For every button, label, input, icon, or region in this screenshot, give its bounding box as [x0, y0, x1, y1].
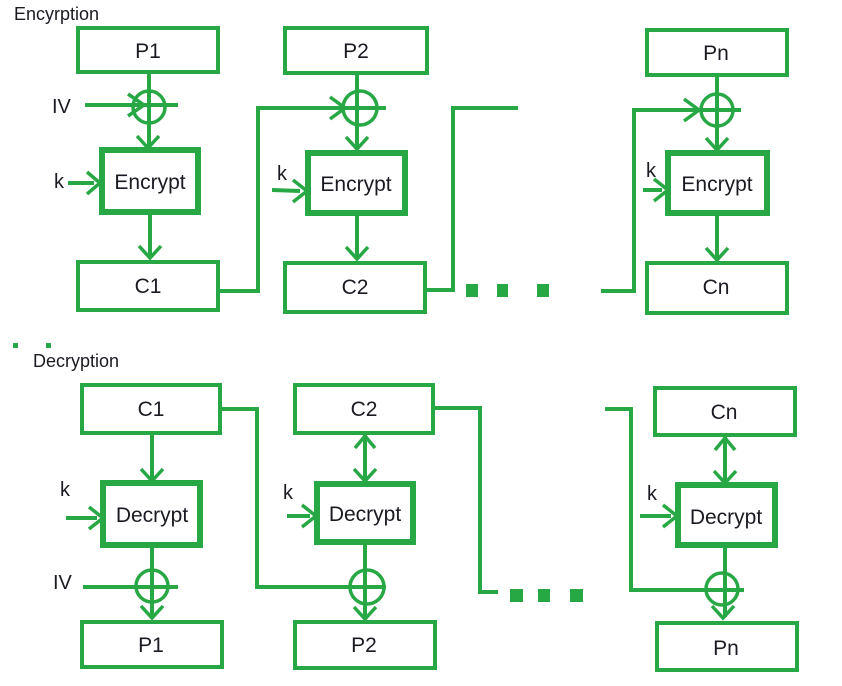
decrypt-label: Decrypt	[329, 503, 402, 526]
arrow-right-icon	[652, 177, 671, 203]
ellipsis-dot	[466, 284, 478, 297]
key-label: k	[283, 482, 294, 504]
arrow-right-icon	[328, 95, 348, 121]
ciphertext-label: C1	[138, 398, 165, 421]
arrow-down-icon	[704, 246, 730, 263]
xor-icon	[699, 92, 735, 128]
ellipsis-dot	[570, 589, 583, 602]
ciphertext-label: C2	[351, 398, 378, 421]
dec-block-1: C1 Decrypt k IV P1	[53, 383, 386, 669]
arrow-right-icon	[127, 92, 148, 118]
encryption-title: Encyrption	[14, 4, 99, 24]
arrow-up-icon	[353, 433, 377, 450]
ellipsis-dots-encryption	[466, 284, 549, 297]
arrow-right-icon	[87, 505, 106, 531]
xor-icon	[341, 89, 379, 127]
decryption-title: Decryption	[33, 351, 119, 371]
arrow-down-icon	[344, 245, 370, 262]
chain-feedback-line	[218, 106, 386, 293]
chain-feedback-line	[433, 406, 498, 594]
ciphertext-box	[76, 260, 220, 312]
ellipsis-dot	[497, 284, 508, 297]
plaintext-label: P2	[343, 40, 369, 63]
ciphertext-box	[645, 261, 789, 315]
iv-label: IV	[52, 96, 72, 118]
chain-feedback-line	[425, 106, 518, 292]
enc-block-1: P1 IV Encrypt k C1	[52, 26, 386, 312]
plaintext-box	[293, 620, 437, 670]
key-arrow-line	[271, 188, 301, 193]
chain-feedback-line	[605, 407, 744, 592]
ellipsis-dot	[537, 284, 549, 297]
arrow-down-icon	[137, 244, 163, 261]
plaintext-label: P2	[351, 634, 377, 657]
arrow-down-icon	[352, 605, 378, 622]
stray-mark	[46, 343, 51, 348]
key-label: k	[60, 479, 71, 501]
encrypt-label: Encrypt	[681, 173, 752, 196]
arrow-right-icon	[661, 503, 680, 529]
key-label: k	[54, 171, 65, 193]
plaintext-label: Pn	[713, 637, 739, 660]
plaintext-label: Pn	[703, 42, 729, 65]
arrow-down-icon	[344, 135, 370, 152]
chain-feedback-line	[220, 407, 386, 589]
dec-block-n: Cn Decrypt k Pn	[605, 386, 799, 672]
enc-block-2: P2 Encrypt k C2	[271, 26, 518, 314]
plaintext-label: P1	[138, 634, 164, 657]
arrow-down-icon	[710, 604, 736, 621]
encrypt-label: Encrypt	[320, 173, 391, 196]
ciphertext-label: Cn	[703, 276, 730, 299]
key-label: k	[277, 163, 288, 185]
ciphertext-label: Cn	[711, 401, 738, 424]
key-label: k	[647, 483, 658, 505]
ciphertext-box	[283, 261, 427, 314]
ciphertext-label: C2	[342, 276, 369, 299]
chain-feedback-line	[601, 108, 741, 293]
enc-block-n: Pn Encrypt k Cn	[601, 28, 789, 315]
plaintext-box	[655, 621, 799, 672]
decrypt-label: Decrypt	[690, 506, 763, 529]
iv-label: IV	[53, 572, 73, 594]
ellipsis-dot	[510, 589, 523, 602]
xor-icon	[704, 571, 740, 607]
decryption-section: Decryption C1 Decrypt k IV P1 C2	[13, 343, 799, 672]
decrypt-label: Decrypt	[116, 504, 189, 527]
arrow-right-icon	[291, 178, 310, 204]
encrypt-label: Encrypt	[114, 171, 185, 194]
xor-icon	[348, 568, 386, 606]
stray-mark	[13, 343, 18, 348]
key-label: k	[646, 160, 657, 182]
arrow-right-icon	[300, 503, 319, 529]
ellipsis-dot	[538, 589, 550, 602]
ciphertext-label: C1	[135, 275, 162, 298]
arrow-right-icon	[85, 170, 103, 196]
plaintext-label: P1	[135, 40, 161, 63]
ellipsis-dots-decryption	[510, 589, 583, 602]
arrow-down-icon	[139, 604, 165, 621]
arrow-up-icon	[713, 435, 737, 452]
plaintext-box	[80, 620, 224, 669]
dec-block-2: C2 Decrypt k P2	[283, 383, 498, 670]
arrow-right-icon	[682, 97, 702, 123]
encryption-section: Encyrption P1 IV Encrypt k C1 P2	[14, 4, 789, 315]
